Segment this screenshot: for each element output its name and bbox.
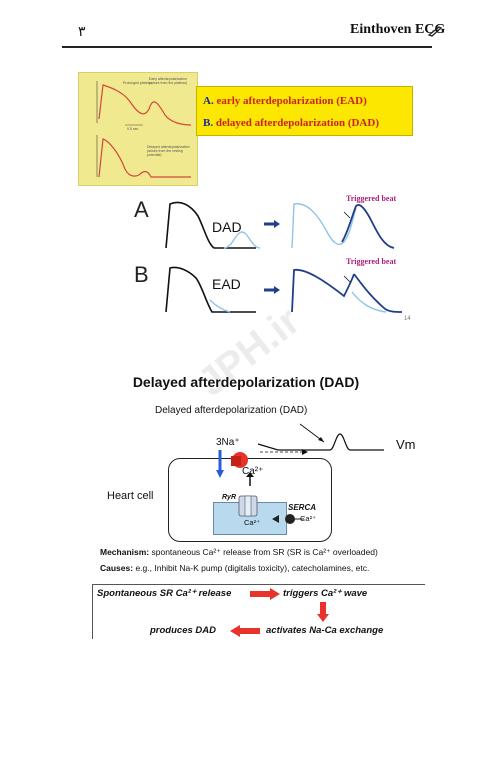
triggered-beat-label-b: Triggered beat: [346, 257, 397, 266]
na-ca-exchanger-icon: [216, 450, 248, 478]
legend-item-dad: B. delayed afterdepolarization (DAD): [203, 117, 379, 129]
legend-letter: A.: [203, 95, 214, 107]
vm-label: Vm: [396, 437, 416, 452]
legend-text: delayed afterdepolarization (DAD): [215, 117, 379, 129]
pen-icon: [428, 26, 442, 37]
heart-cell-membrane: [168, 458, 332, 542]
page-number: ٣: [78, 24, 86, 40]
triggered-beat-label-a: Triggered beat: [346, 194, 397, 203]
serca-pump-icon: [272, 514, 304, 524]
legend-item-ead: A. early afterdepolarization (EAD): [203, 95, 367, 107]
panel-label-b: B: [134, 262, 149, 287]
curve-label-dad: DAD: [212, 219, 242, 235]
brand-title: Einthoven ECG: [350, 22, 446, 37]
panel-label-a: A: [134, 197, 149, 222]
sodium-label: 3Na⁺: [216, 437, 240, 448]
slide-number: 14: [404, 316, 411, 322]
calcium-pump-label: Ca²⁺: [242, 466, 264, 477]
mechanism-text: spontaneous Ca²⁺ release from SR (SR is …: [151, 547, 378, 557]
flow-step-4: produces DAD: [150, 625, 216, 636]
slide-title: Delayed afterdepolarization (DAD): [132, 374, 360, 390]
causes-text: e.g., Inhibit Na-K pump (digitalis toxic…: [135, 563, 370, 573]
flow-step-1: Spontaneous SR Ca²⁺ release: [97, 588, 232, 599]
action-potential-inset: Prolonged plateau Early afterdepolarizat…: [78, 72, 198, 186]
ryr-channel-icon: [238, 495, 258, 517]
up-arrow-icon: [246, 472, 254, 486]
mechanism-label: Mechanism:: [100, 547, 150, 557]
inset-label-plateau: Prolonged plateau: [123, 81, 152, 85]
ryr-label: RyR: [222, 494, 237, 501]
inset-label-dad: Delayed afterdepolarization (arises from…: [147, 145, 190, 157]
causes-line: Causes: e.g., Inhibit Na-K pump (digital…: [100, 563, 369, 573]
vm-trace: [257, 423, 384, 455]
right-arrow-icon: [250, 588, 280, 600]
cytosol-calcium-label: Ca²⁺: [300, 514, 317, 523]
mechanism-line: Mechanism: spontaneous Ca²⁺ release from…: [100, 547, 378, 558]
down-arrow-icon: [317, 602, 329, 622]
inset-traces: [96, 81, 192, 178]
mechanism-flow: [92, 584, 425, 639]
left-arrow-icon: [230, 625, 260, 637]
legend-text: early afterdepolarization (EAD): [216, 95, 367, 107]
legend-letter: B.: [203, 117, 214, 129]
flow-step-2: triggers Ca²⁺ wave: [283, 588, 368, 599]
slide-subtitle: Delayed afterdepolarization (DAD): [155, 405, 308, 416]
legend-box: A. early afterdepolarization (EAD) B. de…: [196, 86, 413, 136]
causes-label: Causes:: [100, 563, 134, 573]
header-rule: [62, 46, 432, 48]
curve-label-ead: EAD: [212, 276, 241, 292]
flow-step-3: activates Na-Ca exchange: [266, 625, 384, 636]
sr-calcium-label: Ca²⁺: [244, 518, 261, 527]
trace-diagram: [165, 201, 403, 313]
heart-cell-label: Heart cell: [107, 490, 154, 502]
inset-label-ead: Early afterdepolarization (arises from t…: [149, 77, 187, 85]
serca-label: SERCA: [288, 503, 317, 512]
inset-label-scale: 0.5 sec: [127, 127, 139, 131]
